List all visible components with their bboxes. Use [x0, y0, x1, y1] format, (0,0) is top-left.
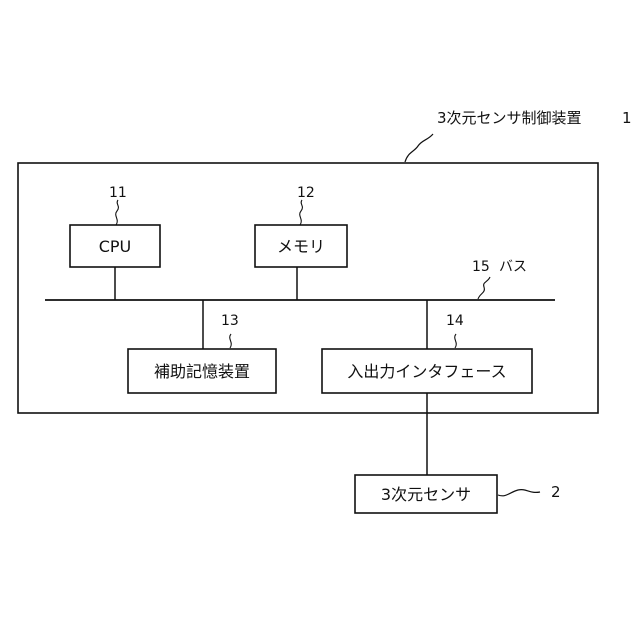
cpu-ref: 11 [109, 185, 127, 201]
controller-leader-line [405, 134, 433, 162]
sensor-leader-line [498, 490, 540, 496]
controller-ref: 1 [622, 109, 632, 127]
cpu-leader-line [116, 200, 119, 225]
bus-ref: 15 [472, 259, 490, 275]
sensor-label: 3次元センサ [381, 485, 471, 504]
io-interface-leader-line [455, 334, 457, 348]
cpu-label: CPU [99, 237, 132, 256]
aux-storage-ref: 13 [221, 313, 239, 329]
aux-storage-label: 補助記憶装置 [154, 362, 250, 381]
controller-label: 3次元センサ制御装置 [437, 109, 582, 127]
io-interface-ref: 14 [446, 313, 464, 329]
memory-label: メモリ [277, 237, 325, 256]
sensor-ref: 2 [551, 483, 561, 501]
memory-ref: 12 [297, 185, 315, 201]
bus-leader-line [478, 277, 490, 299]
aux-storage-leader-line [230, 334, 232, 348]
io-interface-label: 入出力インタフェース [347, 362, 506, 381]
bus-label: バス [499, 259, 527, 275]
memory-leader-line [300, 200, 303, 225]
